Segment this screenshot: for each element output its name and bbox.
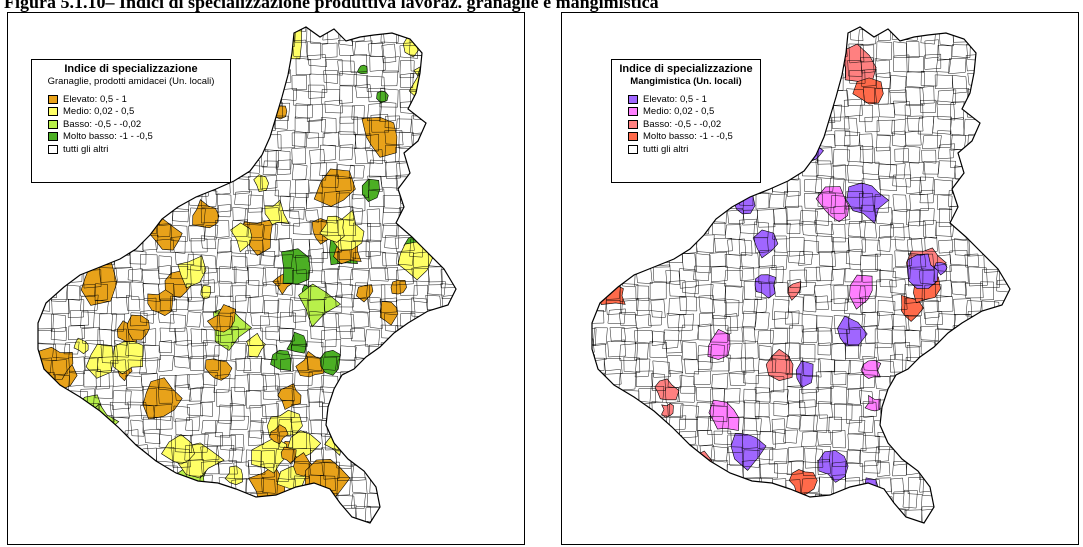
legend-label: Molto basso: -1 - -0,5 [63, 131, 153, 143]
legend-swatch [48, 94, 58, 104]
legend-item-molto-basso: Molto basso: -1 - -0,5 [48, 131, 224, 144]
map-legend: Indice di specializzazione Mangimistica … [611, 59, 761, 183]
legend-swatch [48, 119, 58, 129]
legend-item-medio: Medio: 0,02 - 0,5 [48, 106, 224, 119]
legend-title: Indice di specializzazione [619, 63, 753, 75]
legend-label: Elevato: 0,5 - 1 [643, 93, 707, 105]
legend-label: Basso: -0,5 - -0,02 [63, 118, 142, 130]
map-panel-granaglie: Indice di specializzazione Granaglie, pr… [7, 12, 525, 545]
legend-label: tutti gli altri [643, 143, 689, 155]
legend-item-altri: tutti gli altri [48, 143, 224, 156]
legend-label: Medio: 0,02 - 0,5 [643, 106, 715, 118]
legend-label: Basso: -0,5 - -0,02 [643, 118, 722, 130]
legend-label: Elevato: 0,5 - 1 [63, 93, 127, 105]
legend-item-basso: Basso: -0,5 - -0,02 [628, 118, 754, 131]
legend-swatch [48, 107, 58, 117]
legend-swatch [628, 144, 638, 154]
map-legend: Indice di specializzazione Granaglie, pr… [31, 59, 231, 183]
legend-swatch [48, 144, 58, 154]
region-outline [38, 27, 456, 523]
legend-item-molto-basso: Molto basso: -1 - -0,5 [628, 131, 754, 144]
legend-subtitle: Mangimistica (Un. locali) [630, 76, 742, 87]
legend-label: Molto basso: -1 - -0,5 [643, 131, 733, 143]
legend-item-basso: Basso: -0,5 - -0,02 [48, 118, 224, 131]
legend-item-elevato: Elevato: 0,5 - 1 [628, 93, 754, 106]
legend-label: Medio: 0,02 - 0,5 [63, 106, 135, 118]
legend-swatch [628, 107, 638, 117]
figure-title: Figura 5.1.10– Indici di specializzazion… [4, 0, 659, 12]
region-map-mangimistica [591, 26, 1011, 524]
legend-label: tutti gli altri [63, 143, 109, 155]
legend-title: Indice di specializzazione [64, 63, 198, 75]
legend-item-elevato: Elevato: 0,5 - 1 [48, 93, 224, 106]
region-outline [592, 27, 1010, 523]
legend-item-medio: Medio: 0,02 - 0,5 [628, 106, 754, 119]
legend-swatch [48, 132, 58, 142]
legend-swatch [628, 132, 638, 142]
legend-swatch [628, 119, 638, 129]
legend-swatch [628, 94, 638, 104]
map-panel-mangimistica: Indice di specializzazione Mangimistica … [561, 12, 1079, 545]
legend-subtitle: Granaglie, prodotti amidacei (Un. locali… [47, 76, 215, 87]
legend-item-altri: tutti gli altri [628, 143, 754, 156]
